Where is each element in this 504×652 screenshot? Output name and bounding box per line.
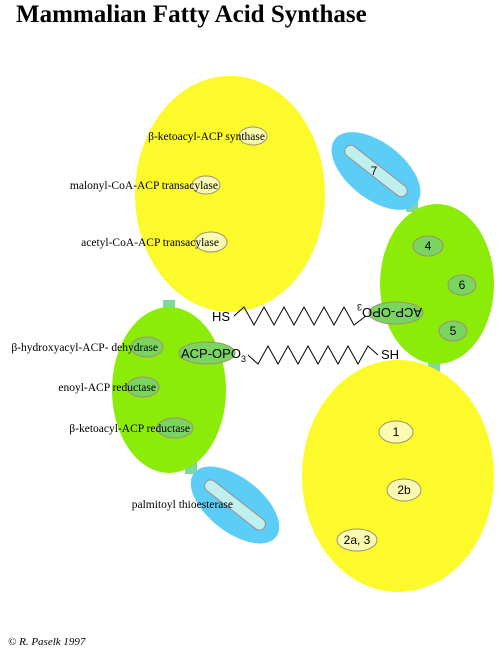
site-5-oval bbox=[438, 320, 468, 342]
site-5: 5 bbox=[450, 324, 457, 338]
site-6: 6 bbox=[459, 278, 466, 292]
right-condensing-domain bbox=[302, 360, 494, 592]
left-thioesterase-bar bbox=[204, 479, 266, 531]
site-7: 7 bbox=[371, 164, 378, 178]
enoyl-reductase-site bbox=[126, 376, 160, 398]
malonyl-transacylase-site bbox=[191, 175, 221, 195]
copyright-notice: © R. Paselk 1997 bbox=[8, 636, 86, 648]
right-thioesterase-bar bbox=[344, 144, 408, 198]
dehydrase-site bbox=[130, 336, 164, 358]
label-acetyl-transacylase: acetyl-CoA-ACP transacylase bbox=[81, 237, 219, 249]
site-2a3-oval bbox=[336, 528, 378, 552]
site-2b-oval bbox=[386, 478, 422, 502]
site-2b: 2b bbox=[397, 483, 411, 497]
right-acp-group: ACP-OPO bbox=[362, 305, 422, 320]
acetyl-transacylase-site bbox=[194, 231, 228, 253]
site-4-oval bbox=[412, 235, 444, 257]
site-4: 4 bbox=[425, 239, 432, 253]
left-thiol: SH bbox=[381, 347, 399, 362]
right-thiol: HS bbox=[212, 309, 230, 324]
left-acyl-chain bbox=[247, 344, 379, 366]
label-enoyl-reductase: enoyl-ACP reductase bbox=[58, 382, 156, 394]
label-ketoacyl-synthase: β-ketoacyl-ACP synthase bbox=[148, 131, 265, 143]
site-2a-3: 2a, 3 bbox=[344, 533, 371, 547]
site-1-oval bbox=[378, 420, 414, 444]
site-1: 1 bbox=[393, 425, 400, 439]
label-thioesterase: palmitoyl thioesterase bbox=[132, 499, 233, 511]
label-ketoacyl-reductase: β-ketoacyl-ACP reductase bbox=[69, 423, 190, 435]
right-acyl-chain bbox=[233, 305, 367, 327]
left-condensing-domain bbox=[135, 76, 325, 312]
left-acp-group: ACP-OPO bbox=[181, 346, 241, 361]
label-dehydrase: β-hydroxyacyl-ACP- dehydrase bbox=[11, 342, 158, 354]
page-title: Mammalian Fatty Acid Synthase bbox=[16, 1, 367, 28]
left-acp-site bbox=[178, 341, 236, 365]
label-malonyl-transacylase: malonyl-CoA-ACP transacylase bbox=[70, 180, 218, 192]
left-acp-subscript: 3 bbox=[241, 354, 246, 364]
right-reduction-domain bbox=[380, 204, 494, 364]
right-acp-site bbox=[368, 301, 424, 325]
left-acp-label: ACP-OPO3 bbox=[181, 346, 246, 364]
ketoacyl-synthase-site bbox=[238, 126, 268, 146]
right-acp-subscript: 3 bbox=[357, 302, 362, 312]
site-6-oval bbox=[447, 274, 477, 296]
right-acp-label: ACP-OPO3 bbox=[357, 302, 422, 320]
ketoacyl-reductase-site bbox=[156, 417, 194, 439]
